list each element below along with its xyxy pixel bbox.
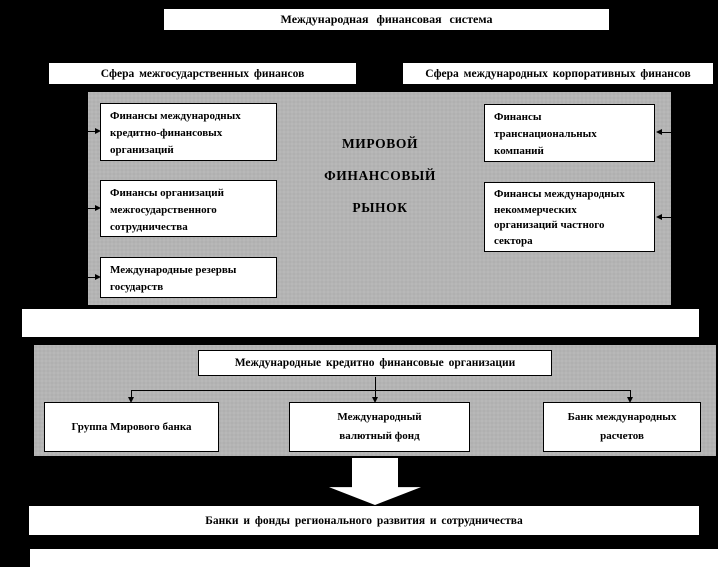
box-line: транснациональных <box>494 128 597 140</box>
arrow-left-icon <box>656 129 673 135</box>
box-line: компаний <box>494 145 544 157</box>
market-line: РЫНОК <box>352 200 408 215</box>
box-private-nonprofit-orgs: Финансы международных некоммерческих орг… <box>484 182 655 252</box>
sector-interstate-label: Сфера межгосударственных финансов <box>100 67 305 80</box>
box-line: Финансы организаций <box>110 187 224 199</box>
sector-corporate-bar: Сфера международных корпоративных финанс… <box>402 62 714 85</box>
connector-line <box>131 390 631 391</box>
sector-corporate-label: Сфера международных корпоративных финанс… <box>425 67 691 80</box>
box-line: Группа Мирового банка <box>71 420 192 433</box>
box-interstate-cooperation-orgs: Финансы организаций межгосударственного … <box>100 180 277 237</box>
box-bis: Банк международных расчетов <box>543 402 701 452</box>
root-title-text: Международная финансовая система <box>280 12 493 26</box>
market-line: МИРОВОЙ <box>341 136 419 151</box>
root-title-box: Международная финансовая система <box>163 8 610 31</box>
box-world-bank-group: Группа Мирового банка <box>44 402 219 452</box>
box-transnational-companies: Финансы транснациональных компаний <box>484 104 655 162</box>
box-line: Финансы международных <box>494 188 625 200</box>
box-line: Международные резервы <box>110 264 237 276</box>
box-line: Международный <box>337 411 422 423</box>
box-international-reserves: Международные резервы государств <box>100 257 277 298</box>
arrow-right-icon <box>86 205 101 211</box>
block-arrow-down-icon <box>329 458 421 505</box>
arrow-right-icon <box>86 128 101 134</box>
arrow-left-icon <box>656 214 673 220</box>
bottom-strip <box>30 549 718 567</box>
credit-orgs-title-box: Международные кредитно финансовые органи… <box>198 350 552 376</box>
box-imf: Международный валютный фонд <box>289 402 470 452</box>
arrow-down-icon <box>372 377 378 403</box>
box-line: расчетов <box>600 430 644 442</box>
box-line: государств <box>110 281 164 293</box>
box-line: Финансы <box>494 111 542 123</box>
box-line: Банк международных <box>567 411 677 423</box>
box-intl-credit-financial-orgs: Финансы международных кредитно-финансовы… <box>100 103 277 161</box>
box-line: сектора <box>494 234 533 247</box>
box-line: валютный фонд <box>339 430 420 442</box>
world-financial-market-label: МИРОВОЙ ФИНАНСОВЫЙ РЫНОК <box>290 128 470 228</box>
box-line: межгосударственного <box>110 204 217 216</box>
arrow-down-icon <box>627 390 633 403</box>
box-line: Финансы международных <box>110 110 241 122</box>
empty-band <box>22 309 699 337</box>
credit-orgs-title-text: Международные кредитно финансовые органи… <box>234 357 516 369</box>
box-line: организаций частного <box>494 219 605 231</box>
sector-interstate-bar: Сфера межгосударственных финансов <box>48 62 357 85</box>
box-line: организаций <box>110 144 174 156</box>
box-line: некоммерческих <box>494 203 577 216</box>
arrow-down-icon <box>128 390 134 403</box>
market-line: ФИНАНСОВЫЙ <box>324 168 436 183</box>
regional-banks-banner: Банки и фонды регионального развития и с… <box>28 505 700 536</box>
box-line: кредитно-финансовых <box>110 127 223 139</box>
arrow-right-icon <box>86 274 101 280</box>
regional-banks-label: Банки и фонды регионального развития и с… <box>205 514 523 527</box>
box-line: сотрудничества <box>110 221 188 233</box>
